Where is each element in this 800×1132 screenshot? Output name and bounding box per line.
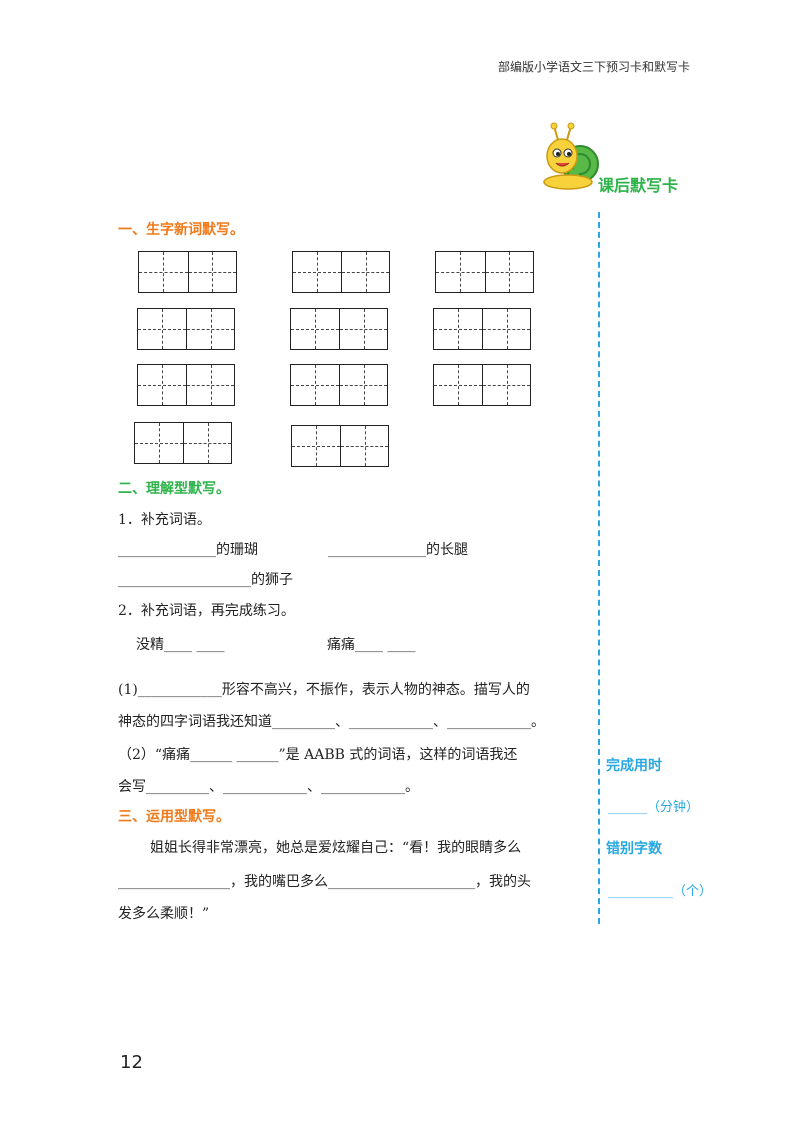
section2-title: 二、理解型默写。 bbox=[118, 481, 230, 497]
writing-grid[interactable] bbox=[137, 308, 235, 350]
question2-label: 2．补充词语，再完成练习。 bbox=[118, 603, 295, 619]
completion-time-label: 完成用时 bbox=[606, 758, 662, 774]
divider-dashed-line bbox=[598, 212, 600, 924]
question1-label: 1．补充词语。 bbox=[118, 512, 211, 528]
writing-grid[interactable] bbox=[433, 364, 531, 406]
writing-grid[interactable] bbox=[291, 425, 389, 467]
paragraph-line[interactable]: （2）“痛痛______ ______”是 AABB 式的词语，这样的词语我还 bbox=[118, 747, 518, 763]
error-count-label: 错别字数 bbox=[606, 841, 662, 857]
fill-blank[interactable]: ______________的长腿 bbox=[328, 542, 468, 558]
writing-grid[interactable] bbox=[290, 364, 388, 406]
writing-grid[interactable] bbox=[433, 308, 531, 350]
section1-title: 一、生字新词默写。 bbox=[118, 222, 244, 238]
paragraph-line[interactable]: 会写_________、____________、____________。 bbox=[118, 779, 419, 795]
writing-grid[interactable] bbox=[138, 251, 237, 293]
page-number: 12 bbox=[120, 1052, 143, 1073]
running-header: 部编版小学语文三下预习卡和默写卡 bbox=[497, 60, 690, 74]
section3-title: 三、运用型默写。 bbox=[118, 809, 230, 825]
snail-mascot-icon bbox=[543, 122, 599, 190]
writing-grid[interactable] bbox=[435, 251, 534, 293]
error-count-field[interactable]: __________（个） bbox=[608, 884, 713, 899]
card-title: 课后默写卡 bbox=[598, 176, 679, 195]
writing-grid[interactable] bbox=[134, 422, 232, 464]
fill-blank[interactable]: 没精____ ____ bbox=[136, 637, 225, 653]
paragraph-line[interactable]: ________________，我的嘴巴多么_________________… bbox=[118, 874, 531, 890]
paragraph-line: 发多么柔顺！” bbox=[118, 906, 210, 922]
fill-blank[interactable]: ___________________的狮子 bbox=[118, 572, 293, 588]
paragraph-line: 姐姐长得非常漂亮，她总是爱炫耀自己：“看！我的眼睛多么 bbox=[150, 840, 522, 856]
completion-time-field[interactable]: ______（分钟） bbox=[608, 800, 700, 815]
fill-blank[interactable]: 痛痛____ ____ bbox=[327, 637, 416, 653]
writing-grid[interactable] bbox=[137, 364, 235, 406]
fill-blank[interactable]: ______________的珊瑚 bbox=[118, 542, 258, 558]
paragraph-line[interactable]: (1)____________形容不高兴，不振作，表示人物的神态。描写人的 bbox=[118, 682, 530, 698]
writing-grid[interactable] bbox=[290, 308, 388, 350]
paragraph-line[interactable]: 神态的四字词语我还知道_________、____________、______… bbox=[118, 714, 545, 730]
writing-grid[interactable] bbox=[292, 251, 390, 293]
